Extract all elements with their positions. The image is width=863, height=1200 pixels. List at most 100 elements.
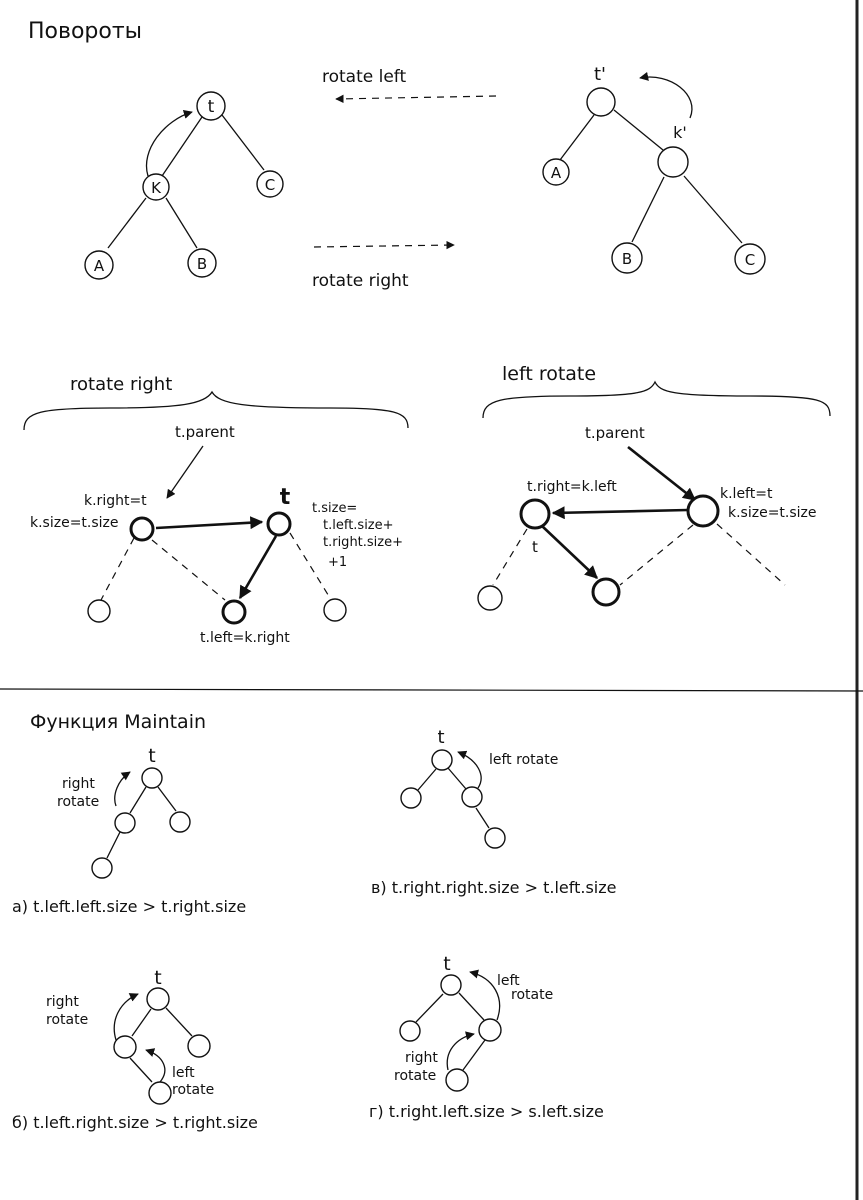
case-a-edge-2: [157, 786, 177, 812]
lr-k-left-label: k.left=t: [720, 486, 773, 502]
case-a-rotate-1: right: [62, 776, 95, 792]
case-b-caption: б) t.left.right.size > t.right.size: [12, 1113, 258, 1132]
node-t-prime: [586, 87, 616, 117]
lr-node-a: [477, 585, 503, 611]
case-a-caption: a) t.left.left.size > t.right.size: [12, 897, 246, 916]
rotate-right-label: rotate right: [312, 271, 409, 291]
edge-k-a: [107, 197, 147, 249]
rr-node-k: [129, 516, 155, 542]
case-g-caption: г) t.right.left.size > s.left.size: [369, 1102, 604, 1121]
case-a-node-t: [141, 767, 163, 789]
case-b-rotate-arrow-2: [145, 1048, 166, 1083]
case-v-node-l: [400, 787, 422, 809]
lr-node-kleft: [591, 577, 621, 607]
case-b-rotate-2b: rotate: [172, 1082, 214, 1098]
rotate-arrow-right-tree: [639, 71, 693, 119]
left-rotate-brace: [482, 380, 831, 419]
case-v-node-r: [461, 786, 483, 808]
case-g-node-t: [440, 974, 462, 996]
left-tree: t K C A B: [84, 91, 284, 280]
case-b-edge-3: [129, 1057, 153, 1083]
rr-node-t: [266, 511, 292, 537]
case-g-rotate-arrow-2: [446, 1031, 475, 1071]
section-divider: [0, 688, 863, 692]
case-v-rotate-arrow: [457, 750, 482, 789]
case-a-rotate-2: rotate: [57, 794, 99, 810]
case-g-node-rl: [445, 1068, 469, 1092]
rotate-right-detail: t.parent k.right=t k.size=t.size t t.siz…: [30, 423, 403, 646]
case-g-rotate-arrow-1: [469, 969, 501, 1021]
case-b-root-label: t: [154, 967, 161, 989]
left-rotate-title: left rotate: [502, 363, 596, 385]
rr-k-right-label: k.right=t: [84, 493, 147, 509]
case-a-node-l: [114, 812, 136, 834]
lr-t-to-kleft-arrow: [541, 525, 598, 579]
case-b-node-r: [187, 1034, 211, 1058]
case-g: t left rotate right rotate г) t.right.le…: [369, 953, 604, 1121]
node-a2-label: A: [551, 164, 562, 182]
edge-tp-a: [559, 114, 595, 161]
case-g-rotate-1a: left: [497, 973, 520, 989]
lr-dash-k-left: [619, 524, 694, 586]
rr-t-size-3: t.right.size+: [323, 535, 403, 550]
rotate-right-brace: [23, 390, 409, 431]
edge-tp-kp: [613, 109, 664, 151]
edge-t-c: [221, 114, 265, 171]
rr-k-to-t-arrow: [155, 516, 264, 530]
rr-k-size-label: k.size=t.size: [30, 515, 119, 531]
node-c2-label: C: [745, 251, 755, 269]
case-a: t right rotate a) t.left.left.size > t.r…: [12, 745, 246, 916]
node-b-label: B: [197, 255, 207, 273]
rr-node-a: [87, 599, 111, 623]
case-a-rotate-arrow: [114, 771, 131, 807]
case-b-rotate-1b: rotate: [46, 1012, 88, 1028]
lr-k-to-t-arrow: [551, 506, 689, 520]
right-tree: t' k' A B C: [542, 64, 766, 275]
edge-t-k: [161, 116, 203, 177]
case-v-node-rr: [484, 827, 506, 849]
case-v-edge-3: [475, 807, 490, 829]
node-t-label: t: [208, 97, 215, 117]
case-b-rotate-arrow-1: [113, 993, 139, 1041]
edge-kp-b: [631, 176, 665, 243]
case-g-node-l: [399, 1020, 421, 1042]
rotate-right-arrow: [313, 240, 455, 250]
node-a-label: A: [94, 257, 105, 275]
case-g-rotate-2a: right: [405, 1050, 438, 1066]
rr-t-size-4: +1: [328, 555, 347, 570]
rr-node-c: [323, 598, 347, 622]
node-t-prime-label: t': [594, 64, 606, 85]
case-g-edge-3: [462, 1039, 486, 1071]
case-v-rotate-label: left rotate: [489, 752, 558, 768]
node-k-prime: [657, 146, 689, 178]
node-b: [187, 248, 217, 278]
left-rotate-detail: t.parent t.right=k.left k.left=t k.size=…: [477, 424, 817, 611]
rotate-arrow-left-tree: [145, 109, 193, 177]
case-v-root-label: t: [437, 727, 444, 748]
rr-parent-arrow: [166, 445, 204, 499]
case-v-edge-2: [447, 767, 467, 790]
case-v-caption: в) t.right.right.size > t.left.size: [371, 878, 616, 897]
lr-parent-arrow: [627, 445, 697, 502]
rotate-right-title: rotate right: [70, 374, 172, 395]
case-b-rotate-1a: right: [46, 994, 79, 1010]
node-c2: [734, 243, 766, 275]
case-b-node-l: [113, 1035, 137, 1059]
node-b2: [611, 242, 643, 274]
node-t: [196, 91, 226, 121]
case-g-root-label: t: [443, 953, 450, 975]
node-k-label: K: [151, 179, 162, 197]
rr-node-kright: [221, 599, 247, 625]
case-b-edge-1: [131, 1008, 152, 1037]
node-a: [84, 250, 114, 280]
lr-dash-t-left: [492, 528, 528, 586]
lr-t-right-label: t.right=k.left: [527, 479, 617, 495]
lr-k-size-label: k.size=t.size: [728, 505, 817, 521]
rr-t-left-label: t.left=k.right: [200, 630, 290, 646]
case-g-edge-1: [415, 993, 444, 1023]
maintain-title: Функция Maintain: [30, 711, 206, 733]
rr-t-to-kright-arrow: [238, 535, 278, 600]
node-c: [256, 170, 284, 198]
case-a-node-r: [169, 811, 191, 833]
